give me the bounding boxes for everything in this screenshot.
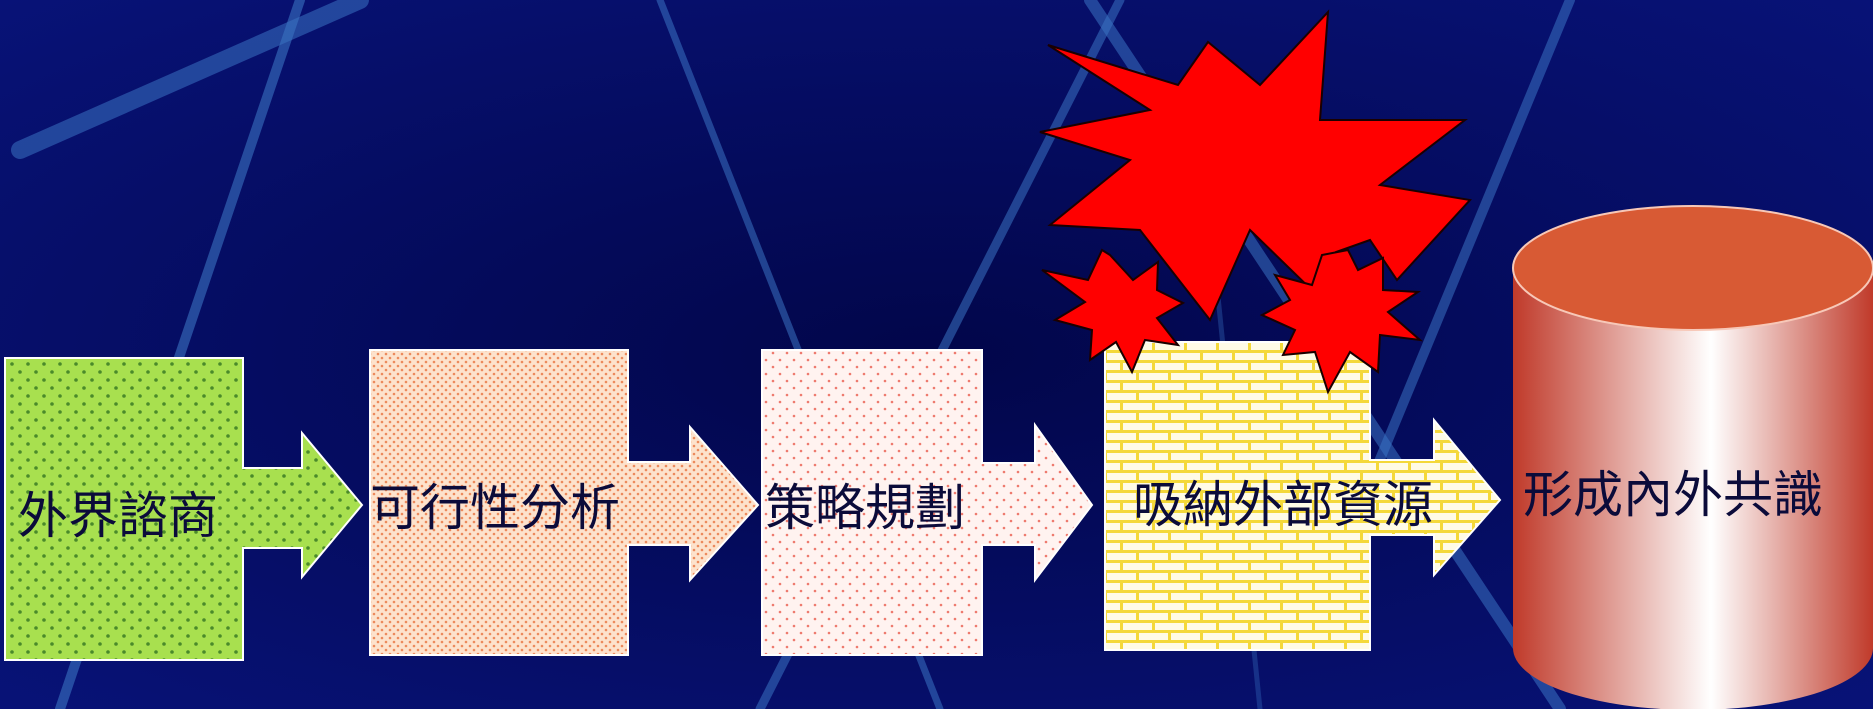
step-4-label: 吸納外部資源 [1133,476,1433,534]
result-cylinder: 形成內外共識 [1512,205,1873,709]
explosion-bursts [1039,9,1472,395]
step-2-arrow: 可行性分析 [369,349,760,656]
step-3-arrow: 策略規劃 [761,349,1094,656]
result-label: 形成內外共識 [1523,466,1823,524]
small-burst-right-icon [1259,248,1424,395]
step-2-label: 可行性分析 [370,479,620,537]
step-1-label: 外界諮商 [18,487,218,545]
step-1-arrow: 外界諮商 [4,357,364,661]
small-burst-left-icon [1041,248,1186,375]
step-4-arrow: 吸納外部資源 [1104,341,1502,651]
large-burst-icon [1039,9,1472,322]
step-3-label: 策略規劃 [765,479,965,537]
